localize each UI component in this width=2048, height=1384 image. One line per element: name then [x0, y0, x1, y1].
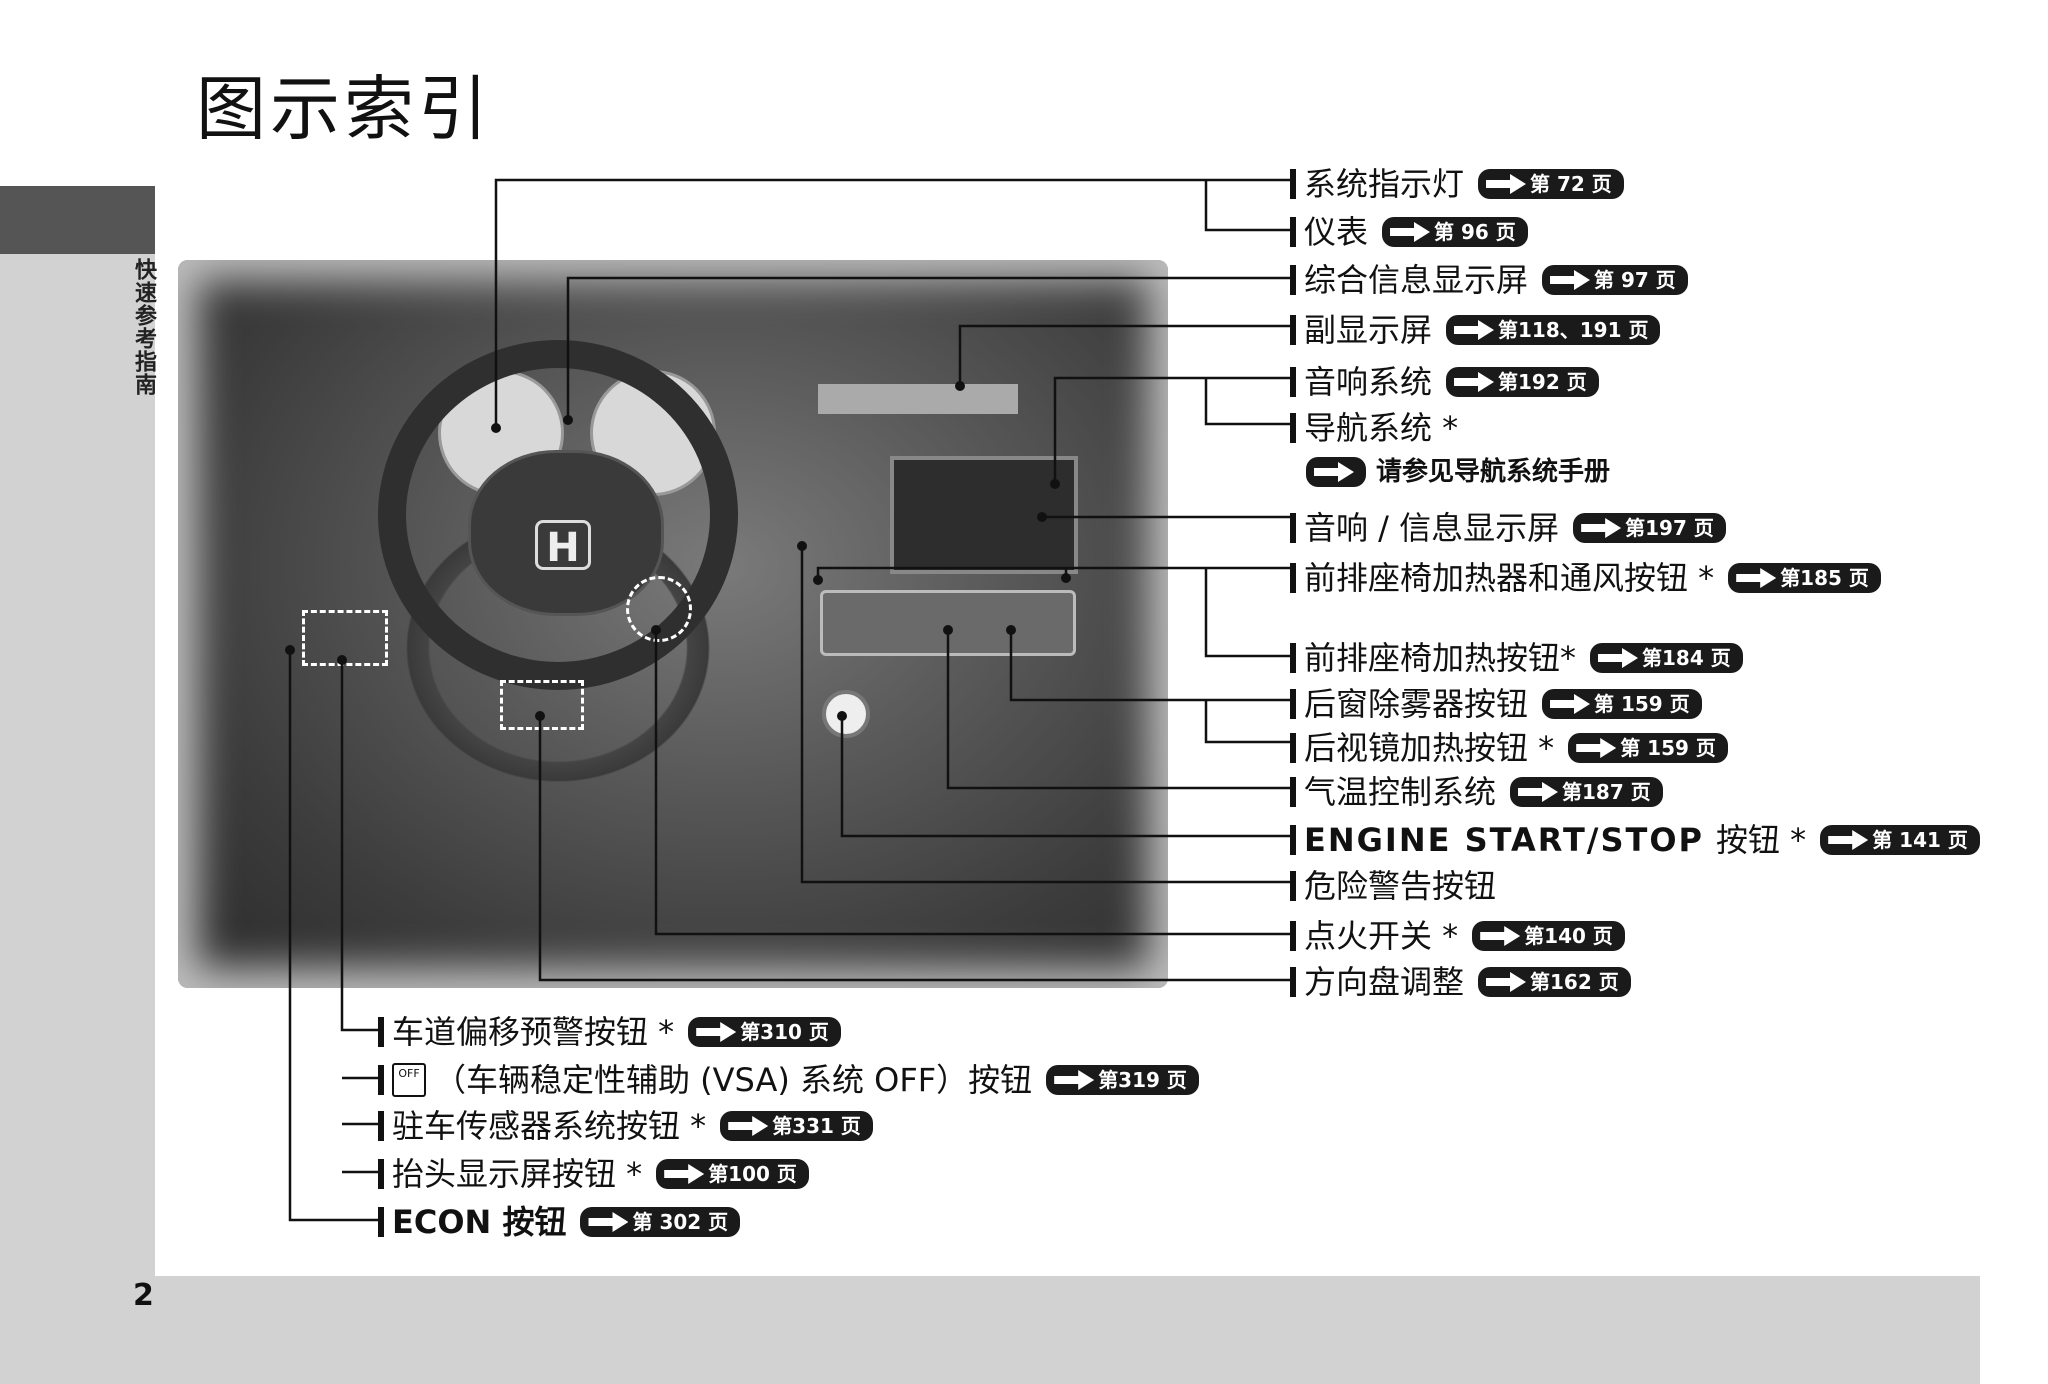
leader-ignition	[654, 630, 1296, 936]
label-sub-display: 副显示屏 第118、191 页	[1290, 310, 1661, 350]
page-ref-badge[interactable]: 第331 页	[720, 1111, 873, 1141]
page-ref-badge[interactable]: 第140 页	[1472, 921, 1625, 951]
label-multi-info-display: 综合信息显示屏 第 97 页	[1290, 260, 1688, 300]
sub-display	[818, 384, 1018, 414]
leader-econ	[288, 650, 384, 1222]
leader-audio	[1053, 376, 1296, 484]
page-ref-badge[interactable]: 第 141 页	[1820, 825, 1980, 855]
page-ref-badge[interactable]: 第 302 页	[580, 1207, 741, 1237]
arrow-icon	[1390, 222, 1431, 242]
label-parking-sensor: 驻车传感器系统按钮 * 第331 页	[378, 1106, 873, 1146]
arrow-icon	[1518, 782, 1559, 802]
page-ref-badge[interactable]: 第 159 页	[1542, 689, 1702, 719]
label-mirror-heater: 后视镜加热按钮 * 第 159 页	[1290, 728, 1728, 768]
page-ref-badge[interactable]: 第192 页	[1446, 367, 1599, 397]
label-climate-control: 气温控制系统 第187 页	[1290, 772, 1663, 812]
label-navigation: 导航系统 *	[1290, 408, 1458, 448]
info-display-screen	[890, 456, 1078, 574]
leader-hazard	[800, 546, 1296, 884]
sidebar-band	[0, 186, 155, 1384]
arrow-icon	[1306, 457, 1366, 487]
page-ref-badge[interactable]: 第184 页	[1590, 643, 1743, 673]
page-ref-badge[interactable]: 第187 页	[1510, 777, 1663, 807]
arrow-icon	[1550, 270, 1591, 290]
arrow-icon	[1454, 320, 1495, 340]
page-ref-badge[interactable]: 第310 页	[688, 1017, 841, 1047]
page-ref-badge[interactable]: 第319 页	[1046, 1065, 1199, 1095]
arrow-icon	[1598, 648, 1639, 668]
leader-seat-vent	[816, 566, 1296, 580]
label-econ-button: ECON 按钮 第 302 页	[378, 1202, 741, 1242]
arrow-icon	[1828, 830, 1869, 850]
arrow-icon	[1054, 1070, 1095, 1090]
label-ignition-switch: 点火开关 * 第140 页	[1290, 916, 1625, 956]
label-seat-heater-vent: 前排座椅加热器和通风按钮 * 第185 页	[1290, 558, 1881, 598]
page-ref-badge[interactable]: 第 97 页	[1542, 265, 1688, 295]
leader-engine-start	[840, 716, 1296, 838]
leader-nav-branch	[1204, 378, 1296, 426]
steering-adjust-highlight	[500, 680, 584, 730]
leader-defroster	[1009, 630, 1296, 702]
label-vsa-off: OFF （车辆稳定性辅助 (VSA) 系统 OFF）按钮 第319 页	[378, 1060, 1199, 1100]
arrow-icon	[1480, 926, 1521, 946]
ignition-highlight	[626, 576, 692, 642]
page-ref-badge[interactable]: 第118、191 页	[1446, 315, 1661, 345]
section-tab-marker	[0, 186, 155, 254]
leader-mirror-branch	[1204, 700, 1296, 744]
arrow-icon	[1486, 972, 1527, 992]
label-hazard-button: 危险警告按钮	[1290, 866, 1496, 906]
label-steering-adjust: 方向盘调整 第162 页	[1290, 962, 1631, 1002]
arrow-icon	[1576, 738, 1617, 758]
engine-start-button	[822, 690, 870, 738]
arrow-icon	[588, 1212, 629, 1232]
steering-hub	[468, 450, 664, 616]
label-head-up-display: 抬头显示屏按钮 * 第100 页	[378, 1154, 809, 1194]
label-nav-manual-note: 请参见导航系统手册	[1306, 452, 1610, 492]
arrow-icon	[696, 1022, 737, 1042]
leader-system-indicators	[494, 178, 1296, 428]
page-ref-badge[interactable]: 第 72 页	[1478, 169, 1624, 199]
label-engine-start-stop: ENGINE START/STOP 按钮 * 第 141 页	[1290, 820, 1980, 860]
label-lane-departure: 车道偏移预警按钮 * 第310 页	[378, 1012, 841, 1052]
leader-climate	[946, 630, 1296, 790]
label-seat-heater: 前排座椅加热按钮* 第184 页	[1290, 638, 1743, 678]
arrow-icon	[1550, 694, 1591, 714]
page-ref-badge[interactable]: 第162 页	[1478, 967, 1631, 997]
arrow-icon	[1736, 568, 1777, 588]
label-audio-info-screen: 音响 / 信息显示屏 第197 页	[1290, 508, 1726, 548]
section-tab-label: 快速参考指南	[131, 258, 156, 396]
leader-sub-display	[958, 324, 1296, 386]
label-rear-defroster: 后窗除雾器按钮 第 159 页	[1290, 684, 1702, 724]
leader-lane-departure	[340, 660, 384, 1032]
arrow-icon	[728, 1116, 769, 1136]
leader-steering-adjust	[538, 716, 1296, 982]
arrow-icon	[1454, 372, 1495, 392]
vsa-off-icon: OFF	[392, 1063, 426, 1097]
leader-gauges-branch	[1204, 180, 1296, 232]
leader-gauges	[566, 276, 1296, 420]
left-switch-panel-highlight	[302, 610, 388, 666]
label-gauges: 仪表 第 96 页	[1290, 212, 1528, 252]
arrow-icon	[1486, 174, 1527, 194]
page-ref-badge[interactable]: 第185 页	[1728, 563, 1881, 593]
page-number: 2	[133, 1278, 154, 1313]
arrow-icon	[664, 1164, 705, 1184]
page-ref-badge[interactable]: 第100 页	[656, 1159, 809, 1189]
arrow-icon	[1581, 518, 1622, 538]
page-title: 图示索引	[196, 68, 492, 150]
label-audio-system: 音响系统 第192 页	[1290, 362, 1599, 402]
page-ref-badge[interactable]: 第197 页	[1573, 513, 1726, 543]
bottom-band	[0, 1276, 1980, 1384]
leader-seat-heat	[1204, 568, 1296, 658]
label-system-indicators: 系统指示灯 第 72 页	[1290, 164, 1624, 204]
page-ref-badge[interactable]: 第 96 页	[1382, 217, 1528, 247]
page-ref-badge[interactable]: 第 159 页	[1568, 733, 1728, 763]
brand-logo: H	[535, 520, 591, 571]
